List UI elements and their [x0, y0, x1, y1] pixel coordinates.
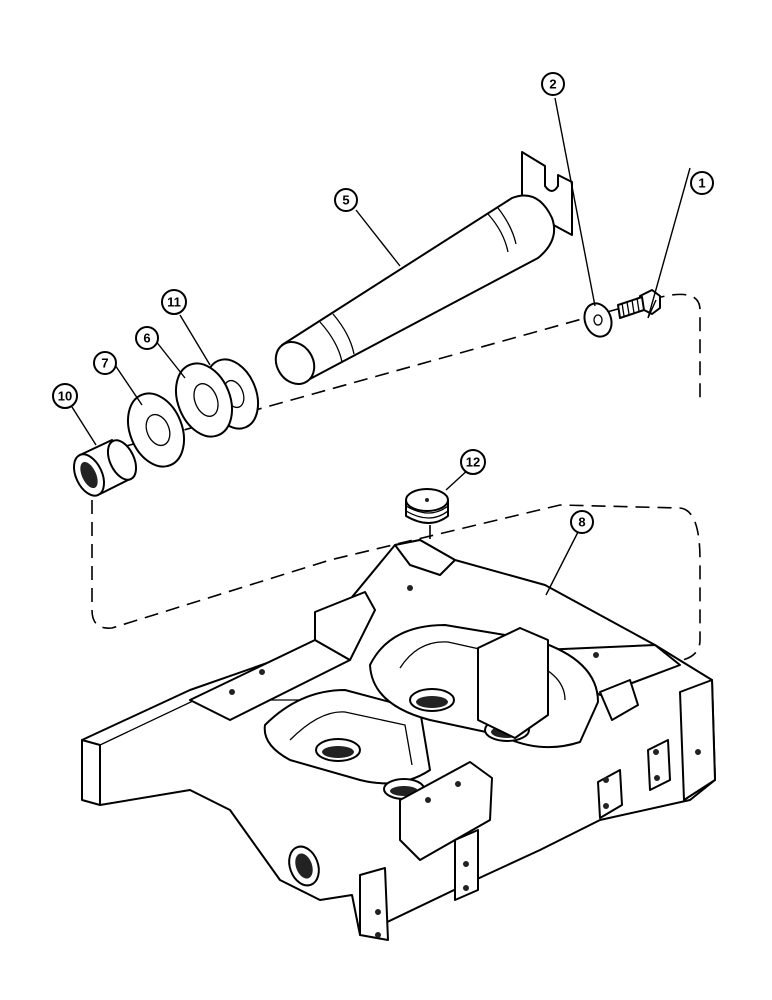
plug-part: [405, 488, 449, 524]
small-washer-part: [583, 302, 613, 338]
callout-2-label: 2: [549, 77, 556, 92]
assembly-dashed-path: [91, 478, 701, 663]
washer-part-7: [127, 392, 185, 468]
callout-10-label: 10: [58, 389, 72, 404]
callout-5: 5: [334, 188, 358, 212]
leader-line-5: [355, 209, 401, 267]
callout-7-label: 7: [101, 356, 108, 371]
callout-7: 7: [93, 351, 117, 375]
callout-6-label: 6: [143, 331, 150, 346]
leader-line-8: [545, 531, 579, 596]
bolt-part: [617, 289, 661, 319]
washer-part-6: [175, 362, 233, 438]
shaft-part: [274, 151, 573, 385]
callout-12-label: 12: [466, 455, 480, 470]
callout-6: 6: [135, 326, 159, 350]
callout-11: 11: [161, 289, 187, 315]
callout-8-label: 8: [578, 515, 585, 530]
frame-casting-part: [81, 539, 716, 941]
callout-5-label: 5: [342, 193, 349, 208]
bushing-part: [72, 439, 138, 497]
callout-1: 1: [690, 171, 714, 195]
leader-line-1: [647, 167, 691, 319]
callout-8: 8: [570, 510, 594, 534]
assembly-dashed-path-upper: [91, 293, 701, 479]
leader-line-7: [114, 364, 143, 406]
callout-1-label: 1: [698, 176, 705, 191]
callout-11-label: 11: [167, 295, 181, 310]
callout-10: 10: [52, 383, 78, 409]
leader-line-2: [554, 97, 596, 307]
callout-2: 2: [541, 72, 565, 96]
leader-line-10: [71, 406, 97, 446]
callout-12: 12: [460, 449, 486, 475]
leader-line-11: [179, 314, 211, 366]
leader-line-6: [154, 339, 186, 379]
